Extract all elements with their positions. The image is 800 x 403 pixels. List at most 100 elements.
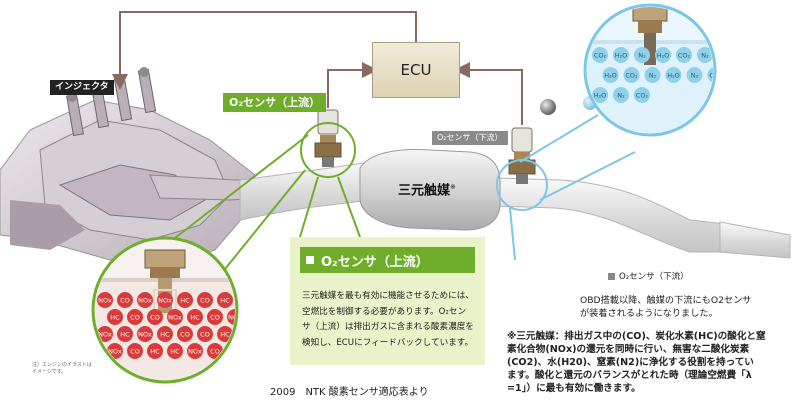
clean-molecule-label: N₂ xyxy=(617,92,625,100)
pollutant-molecule-label: NOx xyxy=(158,297,172,305)
pollutant-molecule-label: CO xyxy=(150,314,160,322)
pollutant-molecule-ball xyxy=(137,326,153,342)
clean-molecule-ball xyxy=(613,87,629,103)
pollutant-molecule-ball xyxy=(207,309,223,325)
pollutant-molecule-label: CO xyxy=(200,331,210,339)
catalyst-footnote-mark: ※ xyxy=(450,183,456,191)
clean-molecule-ball xyxy=(602,67,619,83)
clean-molecule-label: CO₂ xyxy=(636,92,649,100)
upstream-sensor-to-ecu-arrow xyxy=(327,62,378,108)
gas-molecule-dark-icon xyxy=(540,99,556,115)
ecu-box: ECU xyxy=(372,42,460,98)
catalyst-label: 三元触媒※ xyxy=(398,183,456,199)
pollutant-molecule-ball xyxy=(167,343,183,359)
pollutant-molecule-ball xyxy=(227,309,235,325)
clean-molecule-label: H₂O xyxy=(615,52,628,60)
clean-molecule-label: N₂ xyxy=(649,72,657,80)
upstream-exhaust-magnified: NOxCONOxNOxHCCOHCHCCOCONOxHCCONOxNOxHCNO… xyxy=(91,236,242,384)
clean-molecule-ball xyxy=(665,67,682,83)
pollutant-molecule-label: HC xyxy=(180,297,190,305)
pollutant-molecule-label: NOx xyxy=(138,297,152,305)
clean-molecule-label: N₂ xyxy=(638,52,646,60)
pollutant-molecule-label: HC xyxy=(150,348,160,356)
bullet-square-icon xyxy=(608,273,615,280)
pollutant-molecule-label: NOx xyxy=(98,331,112,339)
injector-tag: インジェクタ xyxy=(50,80,114,95)
pollutant-molecule-ball xyxy=(157,326,173,342)
source-citation: 2009 NTK 酸素センサ適応表より xyxy=(270,387,429,398)
pollutant-molecule-label: CO xyxy=(210,348,220,356)
pollutant-molecule-label: CO xyxy=(210,314,220,322)
clean-molecule-label: N₂ xyxy=(691,72,699,80)
pollutant-molecule-ball xyxy=(197,326,213,342)
clean-molecule-ball xyxy=(644,67,661,83)
pollutant-molecule-ball xyxy=(117,292,133,308)
pollutant-molecule-label: HC xyxy=(160,331,170,339)
clean-molecule-label: H₂O xyxy=(594,92,607,100)
clean-molecule-label: CO₂ xyxy=(625,72,638,80)
pollutant-molecule-ball xyxy=(137,292,153,308)
pollutant-molecule-ball xyxy=(107,309,123,325)
pollutant-molecule-ball xyxy=(147,309,163,325)
clean-molecule-ball xyxy=(686,67,703,83)
pollutant-molecule-label: NOx xyxy=(228,314,242,322)
pollutant-molecule-ball xyxy=(217,326,233,342)
pollutant-molecule-label: CO xyxy=(130,314,140,322)
pollutant-molecule-label: HC xyxy=(170,348,180,356)
pollutant-molecule-ball xyxy=(187,343,203,359)
clean-molecule-label: CO₂ xyxy=(678,52,691,60)
pollutant-molecule-ball xyxy=(177,292,193,308)
upstream-sensor-info-box: O₂センサ（上流） 三元触媒を最も有効に機能させるためには、 空燃比を制御する必… xyxy=(290,237,485,365)
pollutant-molecule-label: CO xyxy=(180,331,190,339)
pollutant-molecule-ball xyxy=(127,309,143,325)
pollutant-molecule-label: HC xyxy=(220,297,230,305)
clean-molecule-ball xyxy=(634,87,650,103)
pollutant-molecule-label: CO xyxy=(200,297,210,305)
pollutant-molecule-label: HC xyxy=(220,331,230,339)
o2-sensor-downstream-icon xyxy=(508,127,536,184)
pollutant-molecule-ball xyxy=(197,292,213,308)
pollutant-molecule-ball xyxy=(157,292,173,308)
clean-molecule-ball xyxy=(655,47,671,63)
clean-molecule-ball xyxy=(592,47,608,63)
pollutant-molecule-ball xyxy=(217,292,233,308)
pollutant-molecule-ball xyxy=(187,309,203,325)
upstream-sensor-info-text: 三元触媒を最も有効に機能させるためには、 空燃比を制御する必要があります。O₂セ… xyxy=(302,291,474,348)
pollutant-molecule-label: HC xyxy=(190,314,200,322)
pollutant-molecule-label: CO xyxy=(130,348,140,356)
pollutant-molecule-ball xyxy=(167,309,183,325)
three-way-catalyst-illustration xyxy=(359,149,501,231)
clean-molecule-label: N₂ xyxy=(701,52,709,60)
clean-molecule-label: CO₂ xyxy=(594,52,607,60)
pollutant-molecule-label: CO xyxy=(120,297,130,305)
pollutant-molecule-ball xyxy=(97,326,113,342)
clean-molecule-label: H₂O xyxy=(667,72,680,80)
pollutant-molecule-label: HC xyxy=(120,331,130,339)
clean-molecule-ball xyxy=(634,47,650,63)
catalyst-footnote: ※三元触媒：排出ガス中の(CO)、炭化水素(HC)の酸化と窒 素化合物(NOx)… xyxy=(507,331,766,394)
pollutant-molecule-ball xyxy=(147,343,163,359)
pollutant-molecule-ball xyxy=(117,326,133,342)
upstream-sensor-info-title: O₂センサ（上流） xyxy=(300,247,475,273)
downstream-sensor-info-title: O₂センサ（下流） xyxy=(608,270,689,282)
o2-sensor-upstream-tag: O₂センサ（上流） xyxy=(223,93,327,112)
engine-illustration-note: 注）エンジンのイラストは イメージです。 xyxy=(32,362,92,375)
clean-molecule-ball xyxy=(613,47,629,63)
bullet-square-icon xyxy=(306,256,314,264)
pollutant-molecule-label: NOx xyxy=(98,297,112,305)
clean-molecule-ball xyxy=(676,47,692,63)
pollutant-molecule-label: NOx xyxy=(168,314,182,322)
downstream-sensor-info-text: OBD搭載以降、触媒の下流にもO2センサ が装着されるようになりました。 xyxy=(580,295,752,319)
o2-sensor-downstream-tag: O₂センサ（下流） xyxy=(432,131,508,145)
ecu-to-injector-arrow xyxy=(112,11,417,90)
pollutant-molecule-label: NOx xyxy=(188,348,202,356)
pollutant-molecule-label: NOx xyxy=(138,331,152,339)
clean-molecule-label: H₂O xyxy=(657,52,670,60)
pollutant-molecule-label: NOx xyxy=(108,348,122,356)
clean-molecule-label: H₂O xyxy=(604,72,617,80)
pollutant-molecule-ball xyxy=(97,292,113,308)
pollutant-molecule-label: HC xyxy=(110,314,120,322)
exhaust-pipe xyxy=(239,161,791,259)
clean-molecule-ball xyxy=(623,67,640,83)
